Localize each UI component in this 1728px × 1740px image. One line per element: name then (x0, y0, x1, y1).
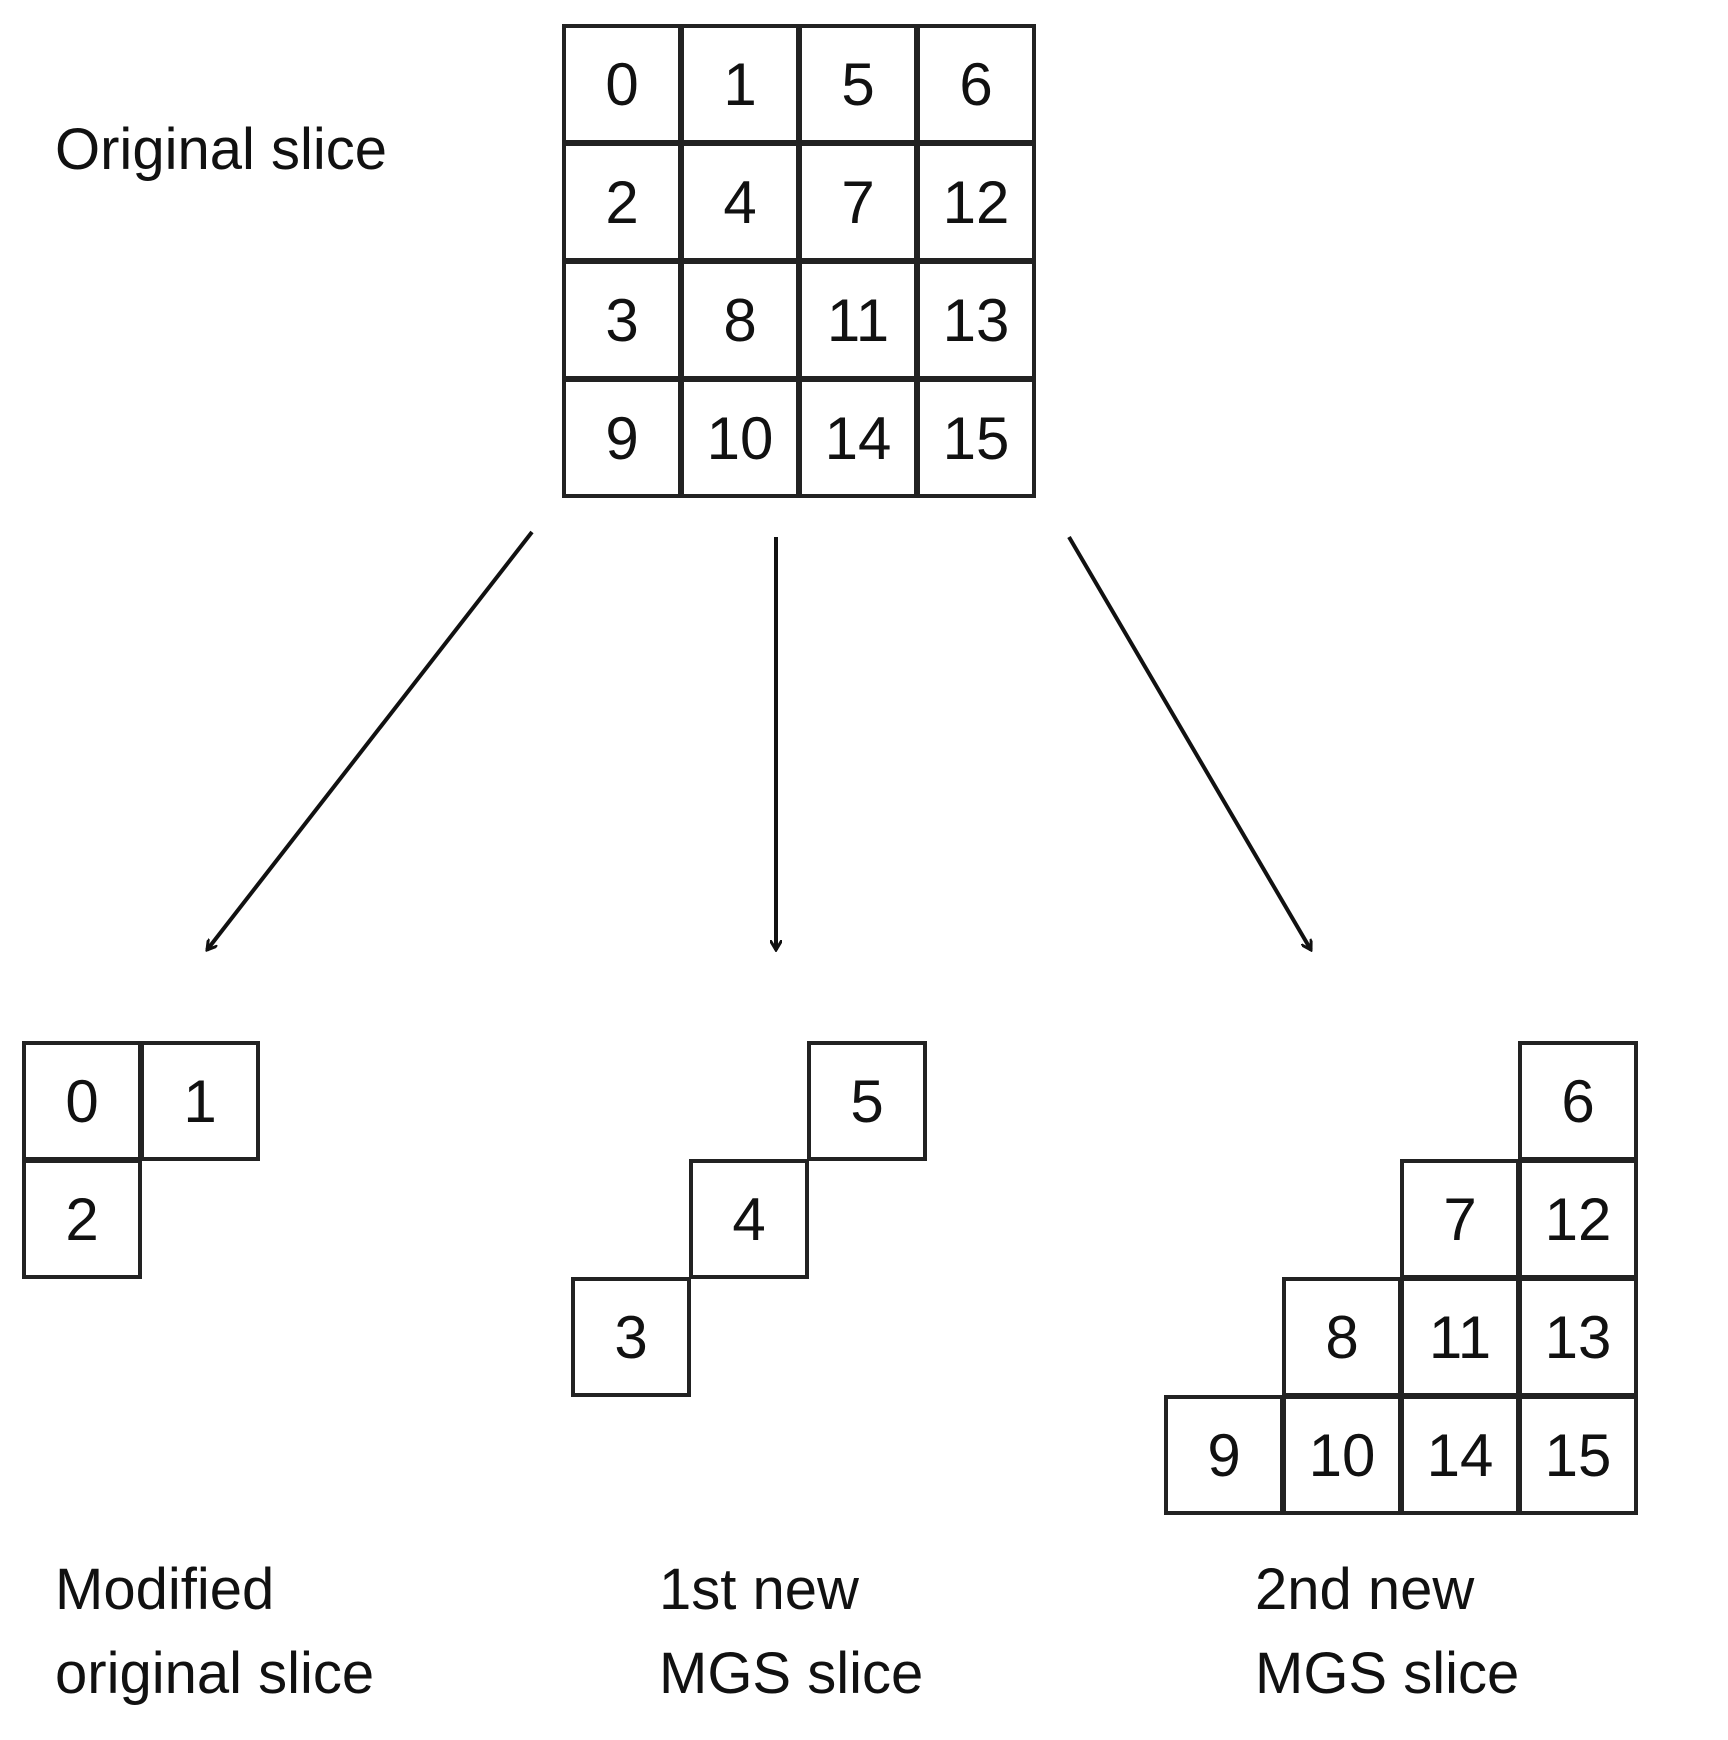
grid-cell: 10 (1282, 1395, 1402, 1515)
first-new-label-line2: MGS slice (659, 1641, 924, 1706)
grid-cell: 12 (916, 142, 1036, 262)
original-slice-label: Original slice (55, 117, 387, 182)
arrow-to-modified (207, 530, 534, 950)
grid-cell: 4 (689, 1159, 809, 1279)
first-new-label-line1: 1st new (659, 1557, 859, 1622)
grid-cell: 15 (1518, 1395, 1638, 1515)
grid-cell: 2 (562, 142, 682, 262)
grid-cell: 9 (562, 378, 682, 498)
grid-cell: 0 (22, 1041, 142, 1161)
grid-cell: 3 (571, 1277, 691, 1397)
second-new-label-line1: 2nd new (1255, 1557, 1475, 1622)
grid-cell: 14 (1400, 1395, 1520, 1515)
grid-cell: 14 (798, 378, 918, 498)
grid-cell: 1 (140, 1041, 260, 1161)
grid-cell: 15 (916, 378, 1036, 498)
grid-cell: 2 (22, 1159, 142, 1279)
grid-cell: 12 (1518, 1159, 1638, 1279)
grid-cell: 4 (680, 142, 800, 262)
arrow-to-second-new (1067, 535, 1313, 950)
modified-label-line2: original slice (55, 1641, 375, 1706)
grid-cell: 9 (1164, 1395, 1284, 1515)
grid-cell: 11 (798, 260, 918, 380)
second-new-label-line2: MGS slice (1255, 1641, 1520, 1706)
grid-cell: 5 (807, 1041, 927, 1161)
modified-label-line1: Modified (55, 1557, 275, 1622)
grid-cell: 10 (680, 378, 800, 498)
grid-cell: 0 (562, 24, 682, 144)
